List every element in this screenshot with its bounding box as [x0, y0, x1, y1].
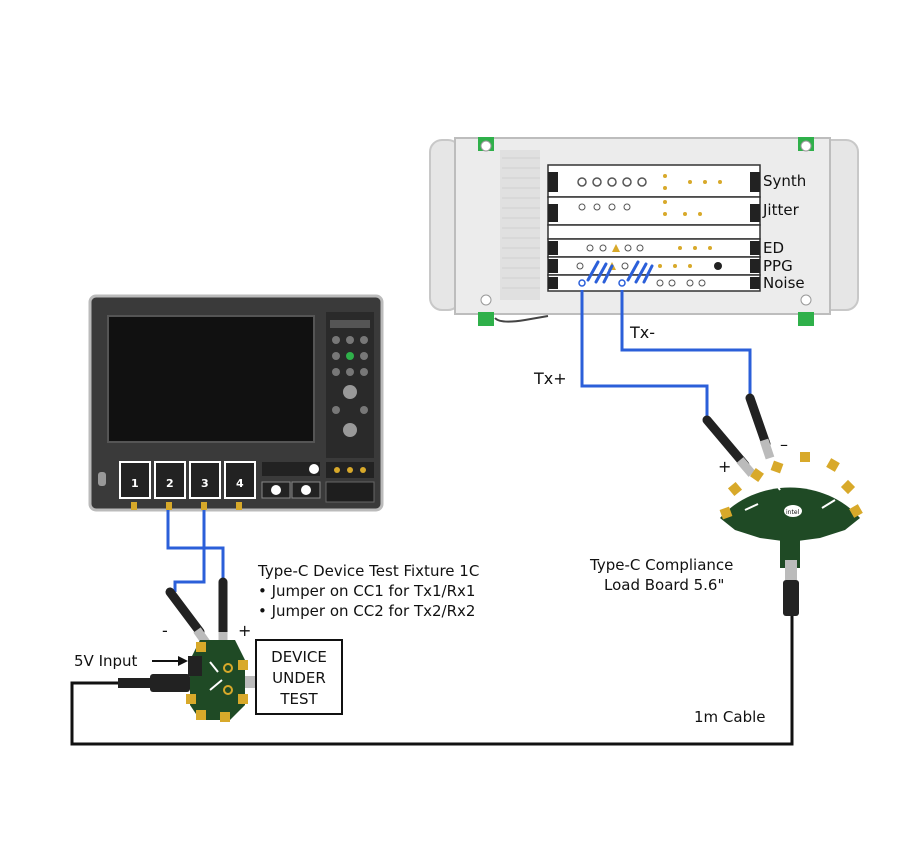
board-name-line1: Type-C Compliance — [589, 556, 733, 574]
device-under-test: DEVICE UNDER TEST — [255, 639, 343, 715]
scope-channel-3: 3 — [189, 461, 221, 499]
module-label-noise: Noise — [763, 274, 805, 292]
scope-channel-1: 1 — [119, 461, 151, 499]
scope-screen — [107, 315, 315, 443]
fixture-note-cc1: • Jumper on CC1 for Tx1/Rx1 — [258, 582, 475, 600]
dut-line-2: UNDER — [272, 669, 326, 687]
signal-lines — [166, 290, 752, 592]
module-ed — [547, 238, 761, 258]
scope-channel-4: 4 — [224, 461, 256, 499]
tx-plus-label: Tx+ — [533, 369, 567, 388]
module-label-ed: ED — [763, 239, 784, 257]
one-meter-cable — [70, 616, 794, 746]
fixture-note-cc2: • Jumper on CC2 for Tx2/Rx2 — [258, 602, 475, 620]
probe-minus — [745, 393, 775, 460]
module-label-jitter: Jitter — [762, 201, 800, 219]
fixture-title: Type-C Device Test Fixture 1C — [257, 562, 479, 580]
power-input-label: 5V Input — [74, 652, 138, 670]
channel-label: 4 — [236, 477, 244, 490]
board-plus-label: + — [718, 457, 731, 476]
intel-logo-text: intel — [786, 509, 800, 516]
tx-minus-label: Tx- — [629, 323, 655, 342]
power-input-arrow — [152, 656, 188, 666]
fixture-probe-minus — [165, 587, 211, 647]
module-noise — [547, 274, 761, 292]
channel-label: 2 — [166, 477, 174, 490]
compliance-load-board: intel + – — [702, 393, 863, 616]
device-test-fixture — [118, 577, 255, 722]
board-name-line2: Load Board 5.6" — [604, 576, 724, 594]
cable-label: 1m Cable — [694, 708, 766, 726]
channel-label: 1 — [131, 477, 139, 490]
fixture-plus-label: + — [238, 621, 251, 640]
probe-plus — [702, 415, 756, 477]
intel-logo — [784, 505, 802, 517]
fixture-minus-label: - — [162, 621, 168, 640]
module-label-ppg: PPG — [763, 257, 793, 275]
module-ppg — [547, 256, 761, 276]
scope-channel-2: 2 — [154, 461, 186, 499]
board-minus-label: – — [780, 435, 788, 454]
dut-line-3: TEST — [279, 690, 318, 708]
module-label-synth: Synth — [763, 172, 806, 190]
oscilloscope: 1 2 3 4 — [88, 294, 384, 512]
channel-label: 3 — [201, 477, 209, 490]
bert-chassis: Synth Jitter ED PPG Noise — [429, 137, 859, 326]
module-jitter — [547, 196, 761, 226]
dut-line-1: DEVICE — [271, 648, 327, 666]
module-synth — [547, 164, 761, 198]
